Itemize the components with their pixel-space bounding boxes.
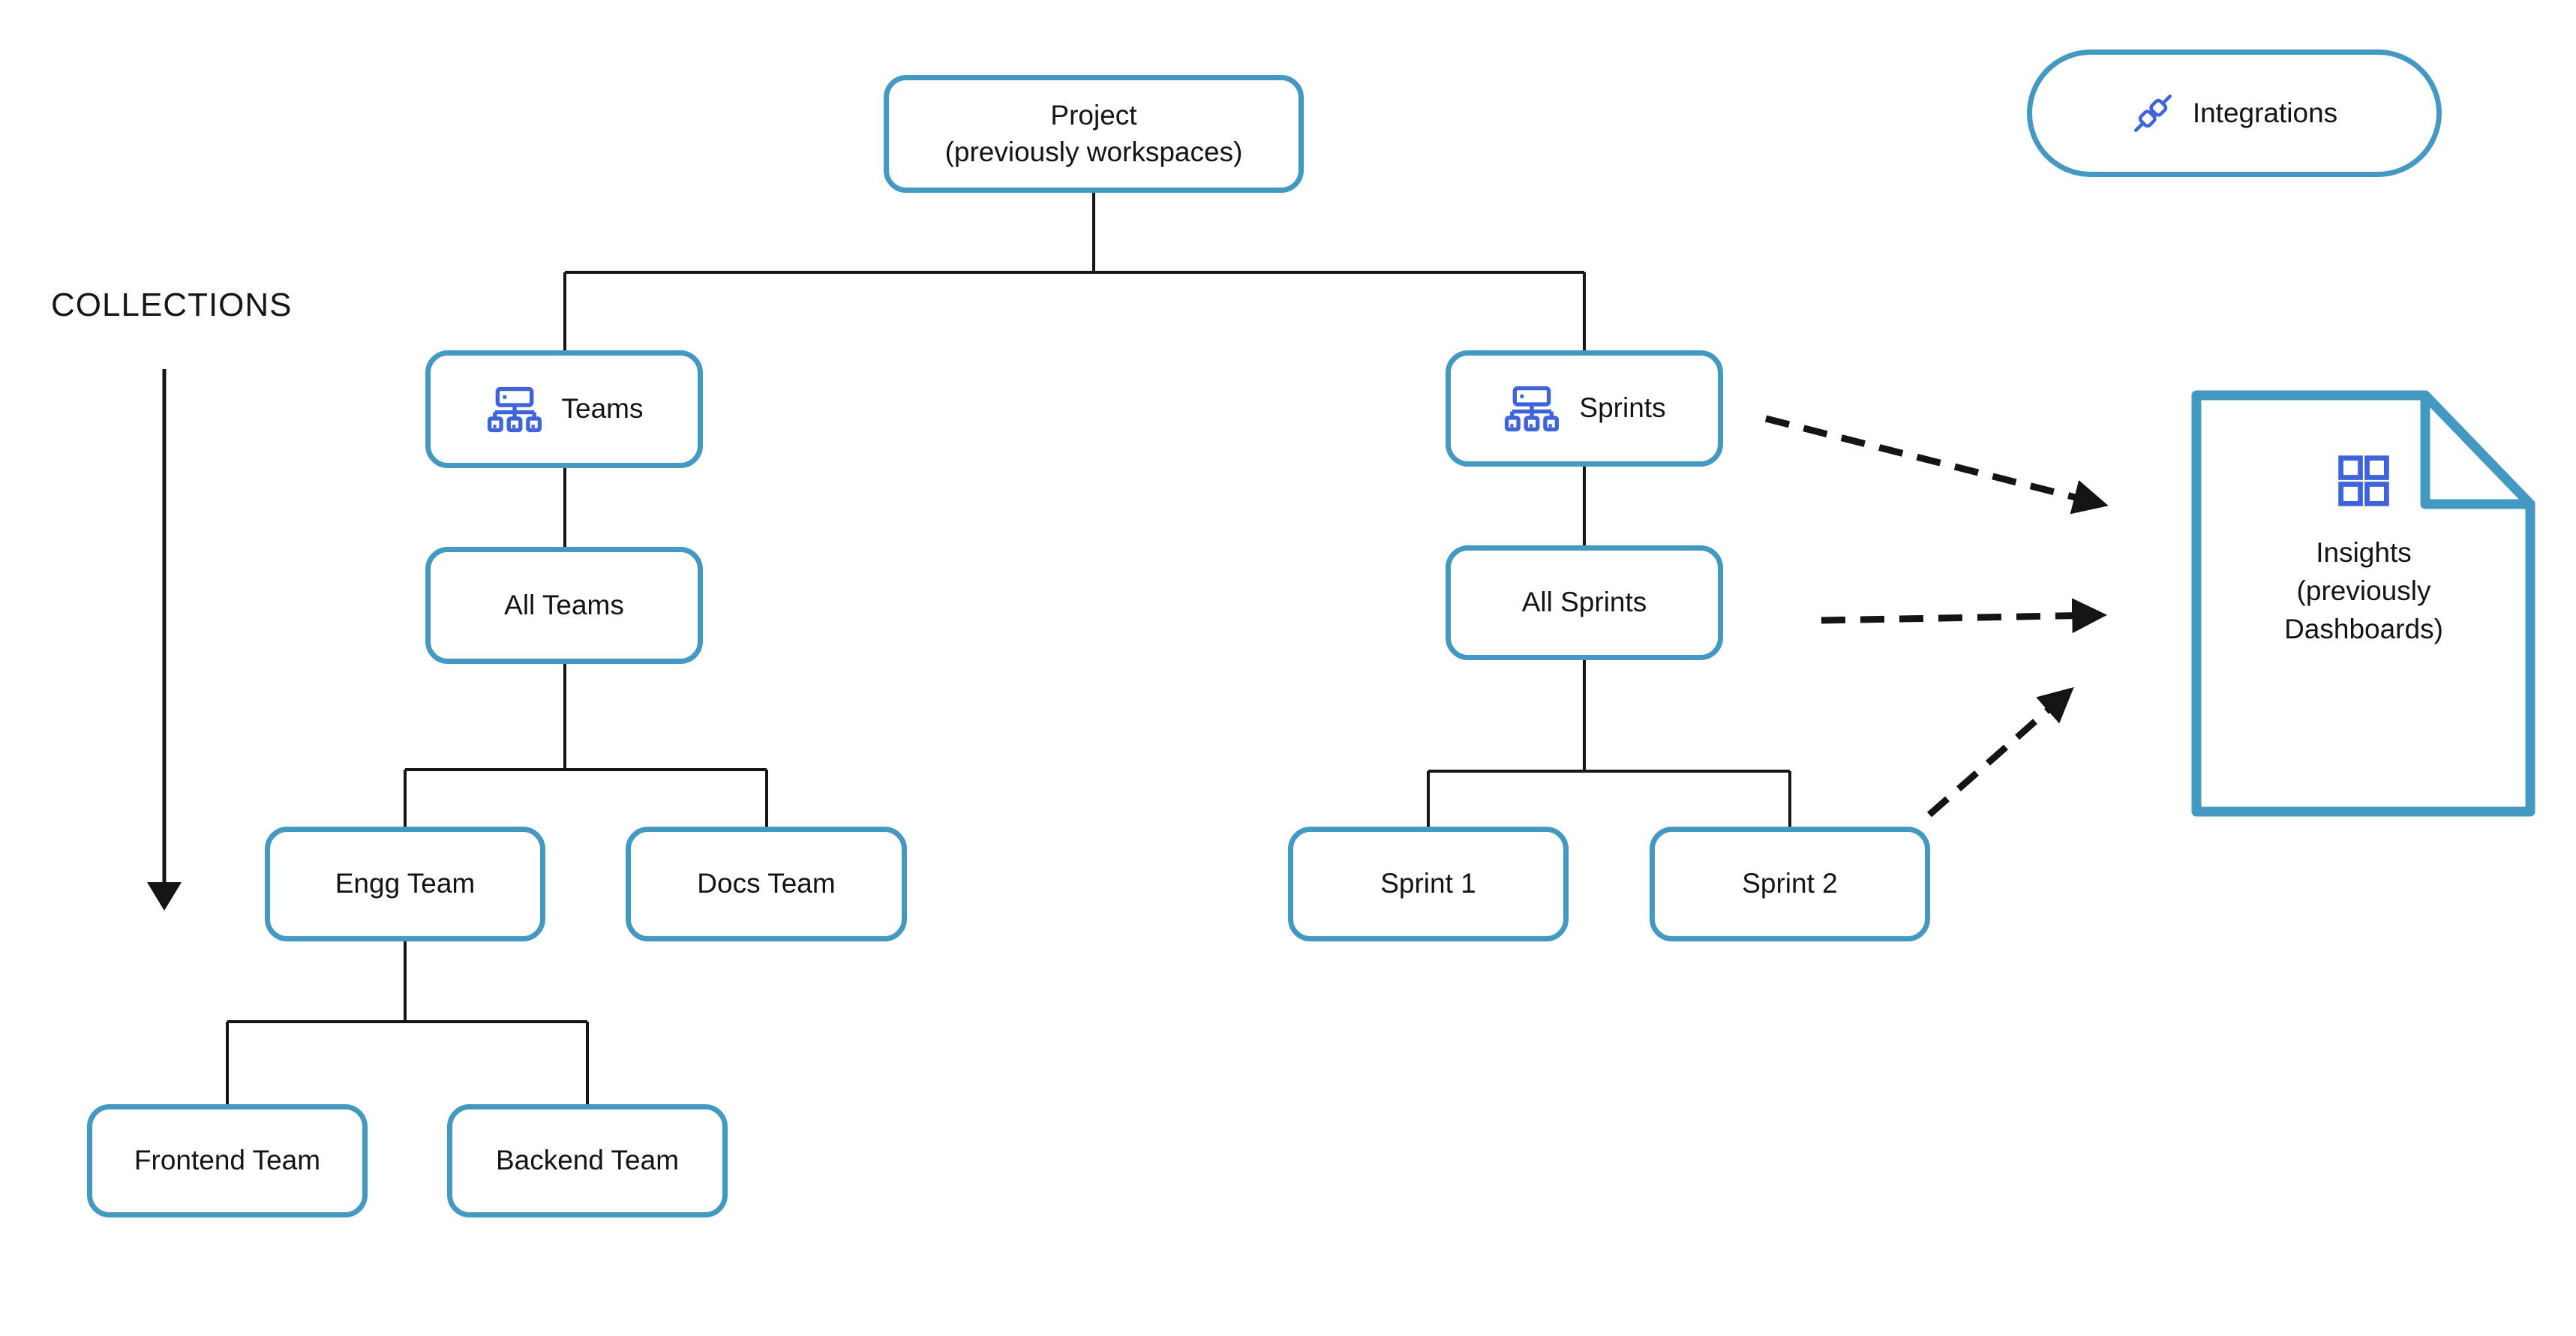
node-all-sprints[interactable]: All Sprints — [1446, 545, 1723, 660]
sprint-1-label: Sprint 1 — [1380, 868, 1476, 899]
collections-arrow — [147, 369, 182, 911]
arrow-sprints-to-insights — [1764, 415, 2109, 515]
sprints-label: Sprints — [1579, 392, 1666, 424]
integrations-label: Integrations — [2192, 97, 2338, 128]
docs-team-label: Docs Team — [697, 868, 836, 899]
dashed-arrows-to-insights — [1764, 415, 2109, 818]
insights-label-line2: (previously — [2296, 575, 2431, 607]
arrow-all-sprints-to-insights — [1821, 598, 2107, 634]
engg-team-label: Engg Team — [335, 868, 476, 899]
insights-label-line3: Dashboards) — [2284, 614, 2443, 645]
node-all-teams[interactable]: All Teams — [425, 547, 703, 664]
tree-connectors — [226, 193, 1791, 1104]
project-label-line1: Project — [1050, 100, 1137, 131]
node-integrations[interactable]: Integrations — [2027, 50, 2442, 177]
insights-label-line1: Insights — [2316, 537, 2412, 568]
frontend-team-label: Frontend Team — [134, 1145, 321, 1176]
node-docs-team[interactable]: Docs Team — [626, 827, 907, 941]
org-chart-icon — [1503, 386, 1561, 432]
sprint-2-label: Sprint 2 — [1742, 868, 1838, 899]
collections-label: COLLECTIONS — [51, 287, 293, 323]
node-sprint-2[interactable]: Sprint 2 — [1650, 827, 1930, 941]
node-project[interactable]: Project (previously workspaces) — [884, 75, 1304, 193]
node-backend-team[interactable]: Backend Team — [447, 1104, 728, 1217]
all-sprints-label: All Sprints — [1521, 587, 1647, 618]
backend-team-label: Backend Team — [495, 1145, 680, 1176]
node-frontend-team[interactable]: Frontend Team — [87, 1104, 368, 1217]
arrow-sprint2-to-insights — [1927, 687, 2074, 818]
insights-document-shape[interactable] — [2191, 390, 2535, 817]
node-sprints[interactable]: Sprints — [1446, 350, 1723, 467]
plugs-icon — [2131, 92, 2175, 135]
node-teams[interactable]: Teams — [425, 350, 703, 468]
dashboard-grid-icon — [2337, 454, 2391, 508]
project-label-line2: (previously workspaces) — [944, 136, 1243, 167]
org-chart-icon — [485, 386, 544, 433]
node-engg-team[interactable]: Engg Team — [265, 827, 545, 941]
insights-document-content: Insights (previously Dashboards) — [2196, 395, 2531, 812]
teams-label: Teams — [561, 393, 644, 425]
node-sprint-1[interactable]: Sprint 1 — [1288, 827, 1569, 941]
all-teams-label: All Teams — [504, 589, 624, 620]
